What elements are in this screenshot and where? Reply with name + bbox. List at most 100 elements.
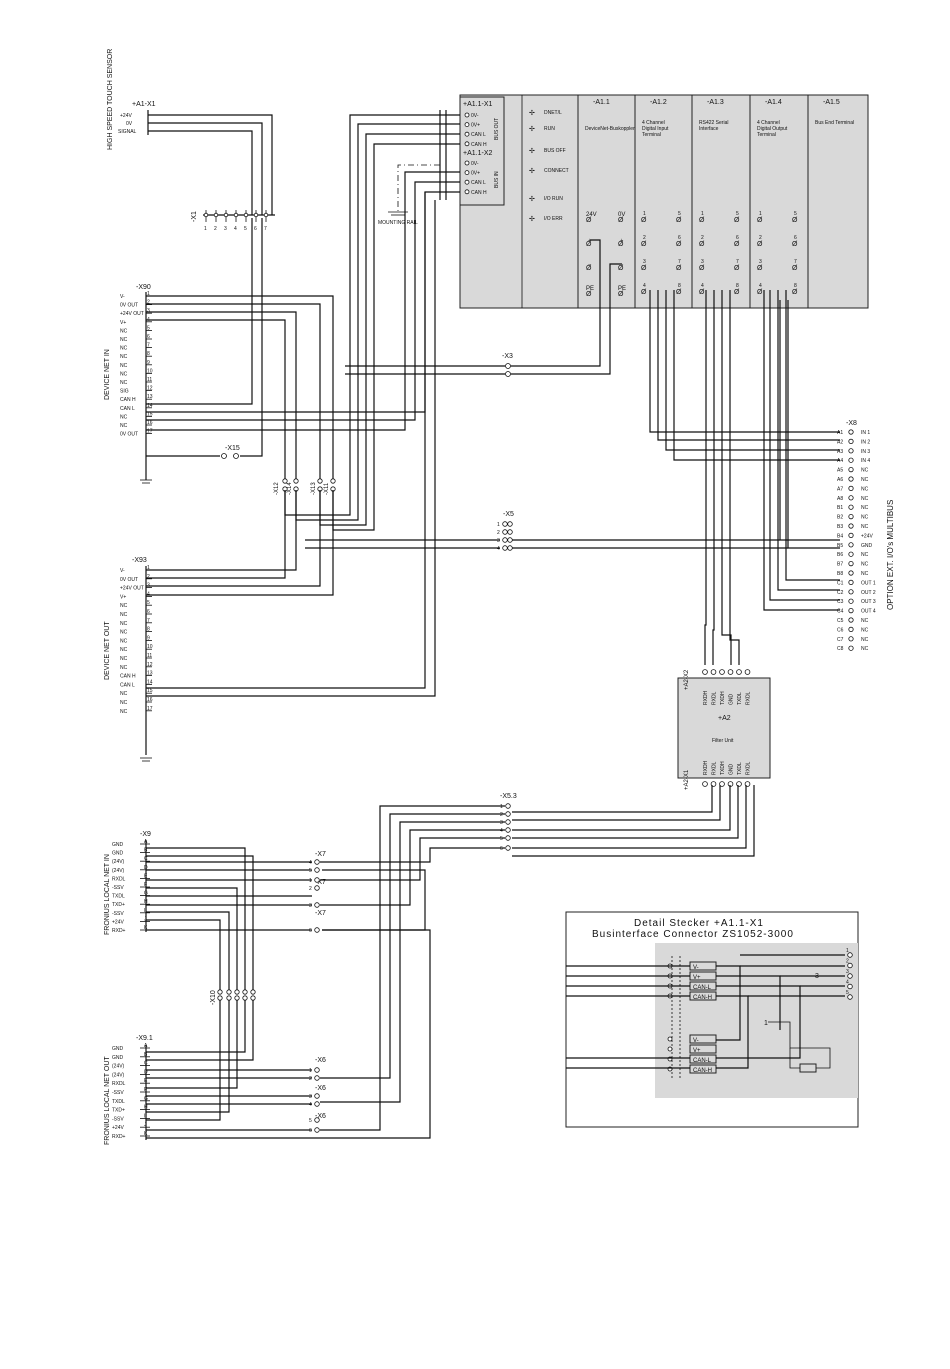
svg-text:9: 9 (147, 635, 150, 641)
svg-text:✢: ✢ (529, 125, 535, 133)
svg-text:3: 3 (147, 308, 150, 314)
svg-text:V-: V- (120, 568, 125, 574)
svg-text:NC: NC (120, 691, 128, 697)
svg-text:RXDL: RXDL (112, 1081, 126, 1087)
svg-text:CAN-L: CAN-L (693, 985, 712, 991)
svg-text:NC: NC (861, 562, 869, 568)
svg-text:7: 7 (678, 259, 681, 265)
svg-text:-A1.2: -A1.2 (650, 99, 667, 106)
x91-pin: I-SSV (112, 1113, 150, 1122)
svg-text:NC: NC (861, 646, 869, 652)
x53-pin: 2 (500, 811, 511, 818)
svg-text:4 Channel: 4 Channel (642, 120, 665, 126)
svg-text:4: 4 (234, 226, 237, 232)
x93-pin: 5NC (120, 600, 152, 609)
svg-text:6: 6 (147, 334, 150, 340)
svg-text:TXDL: TXDL (112, 894, 125, 900)
svg-text:✢: ✢ (529, 147, 535, 155)
svg-text:C5: C5 (837, 618, 844, 624)
svg-text:A4: A4 (837, 458, 843, 464)
svg-text:+: + (588, 238, 591, 244)
svg-text:(24V): (24V) (112, 868, 125, 874)
svg-text:6: 6 (678, 235, 681, 241)
svg-text:3: 3 (759, 259, 762, 265)
x91-pin: C(24V) (112, 1061, 150, 1070)
svg-text:✢: ✢ (529, 215, 535, 223)
svg-text:Ø: Ø (699, 217, 705, 224)
x9-pin: C(24V) (112, 856, 150, 865)
svg-text:0V+: 0V+ (471, 123, 480, 129)
x6-pin: 2 (309, 1075, 320, 1082)
svg-text:7: 7 (264, 226, 267, 232)
svg-text:0V+: 0V+ (471, 171, 480, 177)
svg-text:8: 8 (794, 283, 797, 289)
svg-text:Ø: Ø (734, 289, 740, 296)
svg-text:6: 6 (309, 1128, 312, 1134)
svg-text:5: 5 (147, 325, 150, 331)
svg-text:6: 6 (500, 846, 503, 852)
svg-text:C4: C4 (837, 609, 844, 615)
svg-text:2: 2 (147, 300, 150, 306)
svg-text:-X90: -X90 (136, 284, 151, 291)
x7-pin: 1 (309, 877, 320, 884)
svg-text:Filter Unit: Filter Unit (712, 738, 734, 744)
svg-text:5: 5 (147, 600, 150, 606)
svg-text:5: 5 (309, 1118, 312, 1124)
svg-text:MOUNTING RAIL: MOUNTING RAIL (378, 220, 418, 226)
svg-text:TXDL: TXDL (112, 1099, 125, 1105)
svg-text:-A1.1: -A1.1 (593, 99, 610, 106)
filter-wiring (512, 785, 755, 857)
svg-text:7: 7 (794, 259, 797, 265)
svg-text:TXD+: TXD+ (112, 1108, 125, 1114)
svg-text:OUT 4: OUT 4 (861, 609, 876, 615)
svg-text:Ø: Ø (618, 291, 624, 298)
x5-pin: 3 (497, 537, 513, 544)
svg-text:Ø: Ø (641, 265, 647, 272)
x9-pin: F-SSV (112, 882, 150, 891)
svg-text:8: 8 (736, 283, 739, 289)
x3-connector: -X3 (345, 239, 622, 377)
svg-text:2: 2 (497, 530, 500, 536)
status-led: ✢I/O RUN (529, 195, 563, 203)
x10-connector: -X10 (210, 989, 256, 1005)
x6-pin: 3 (309, 1093, 320, 1100)
svg-text:(24V): (24V) (112, 859, 125, 865)
x10-pin (217, 989, 223, 1001)
svg-text:1: 1 (701, 211, 704, 217)
svg-text:3: 3 (815, 973, 819, 980)
x90-pin: 6NC (120, 334, 152, 343)
svg-text:V+: V+ (120, 594, 126, 600)
svg-text:7: 7 (147, 618, 150, 624)
svg-text:B: B (144, 848, 148, 854)
svg-text:+24V: +24V (120, 113, 132, 119)
svg-text:PE: PE (618, 286, 626, 292)
svg-text:RXD+: RXD+ (112, 1134, 126, 1140)
svg-text:0V-: 0V- (471, 113, 479, 119)
svg-text:CAN H: CAN H (471, 142, 487, 148)
svg-text:C7: C7 (837, 637, 844, 643)
svg-text:GND: GND (112, 1046, 124, 1052)
svg-text:H: H (144, 899, 148, 905)
svg-text:Terminal: Terminal (642, 132, 661, 138)
svg-text:Ø: Ø (734, 217, 740, 224)
svg-text:Ø: Ø (757, 241, 763, 248)
x1-pin: 7 (263, 210, 269, 232)
svg-text:NC: NC (120, 354, 128, 360)
svg-text:8: 8 (678, 283, 681, 289)
